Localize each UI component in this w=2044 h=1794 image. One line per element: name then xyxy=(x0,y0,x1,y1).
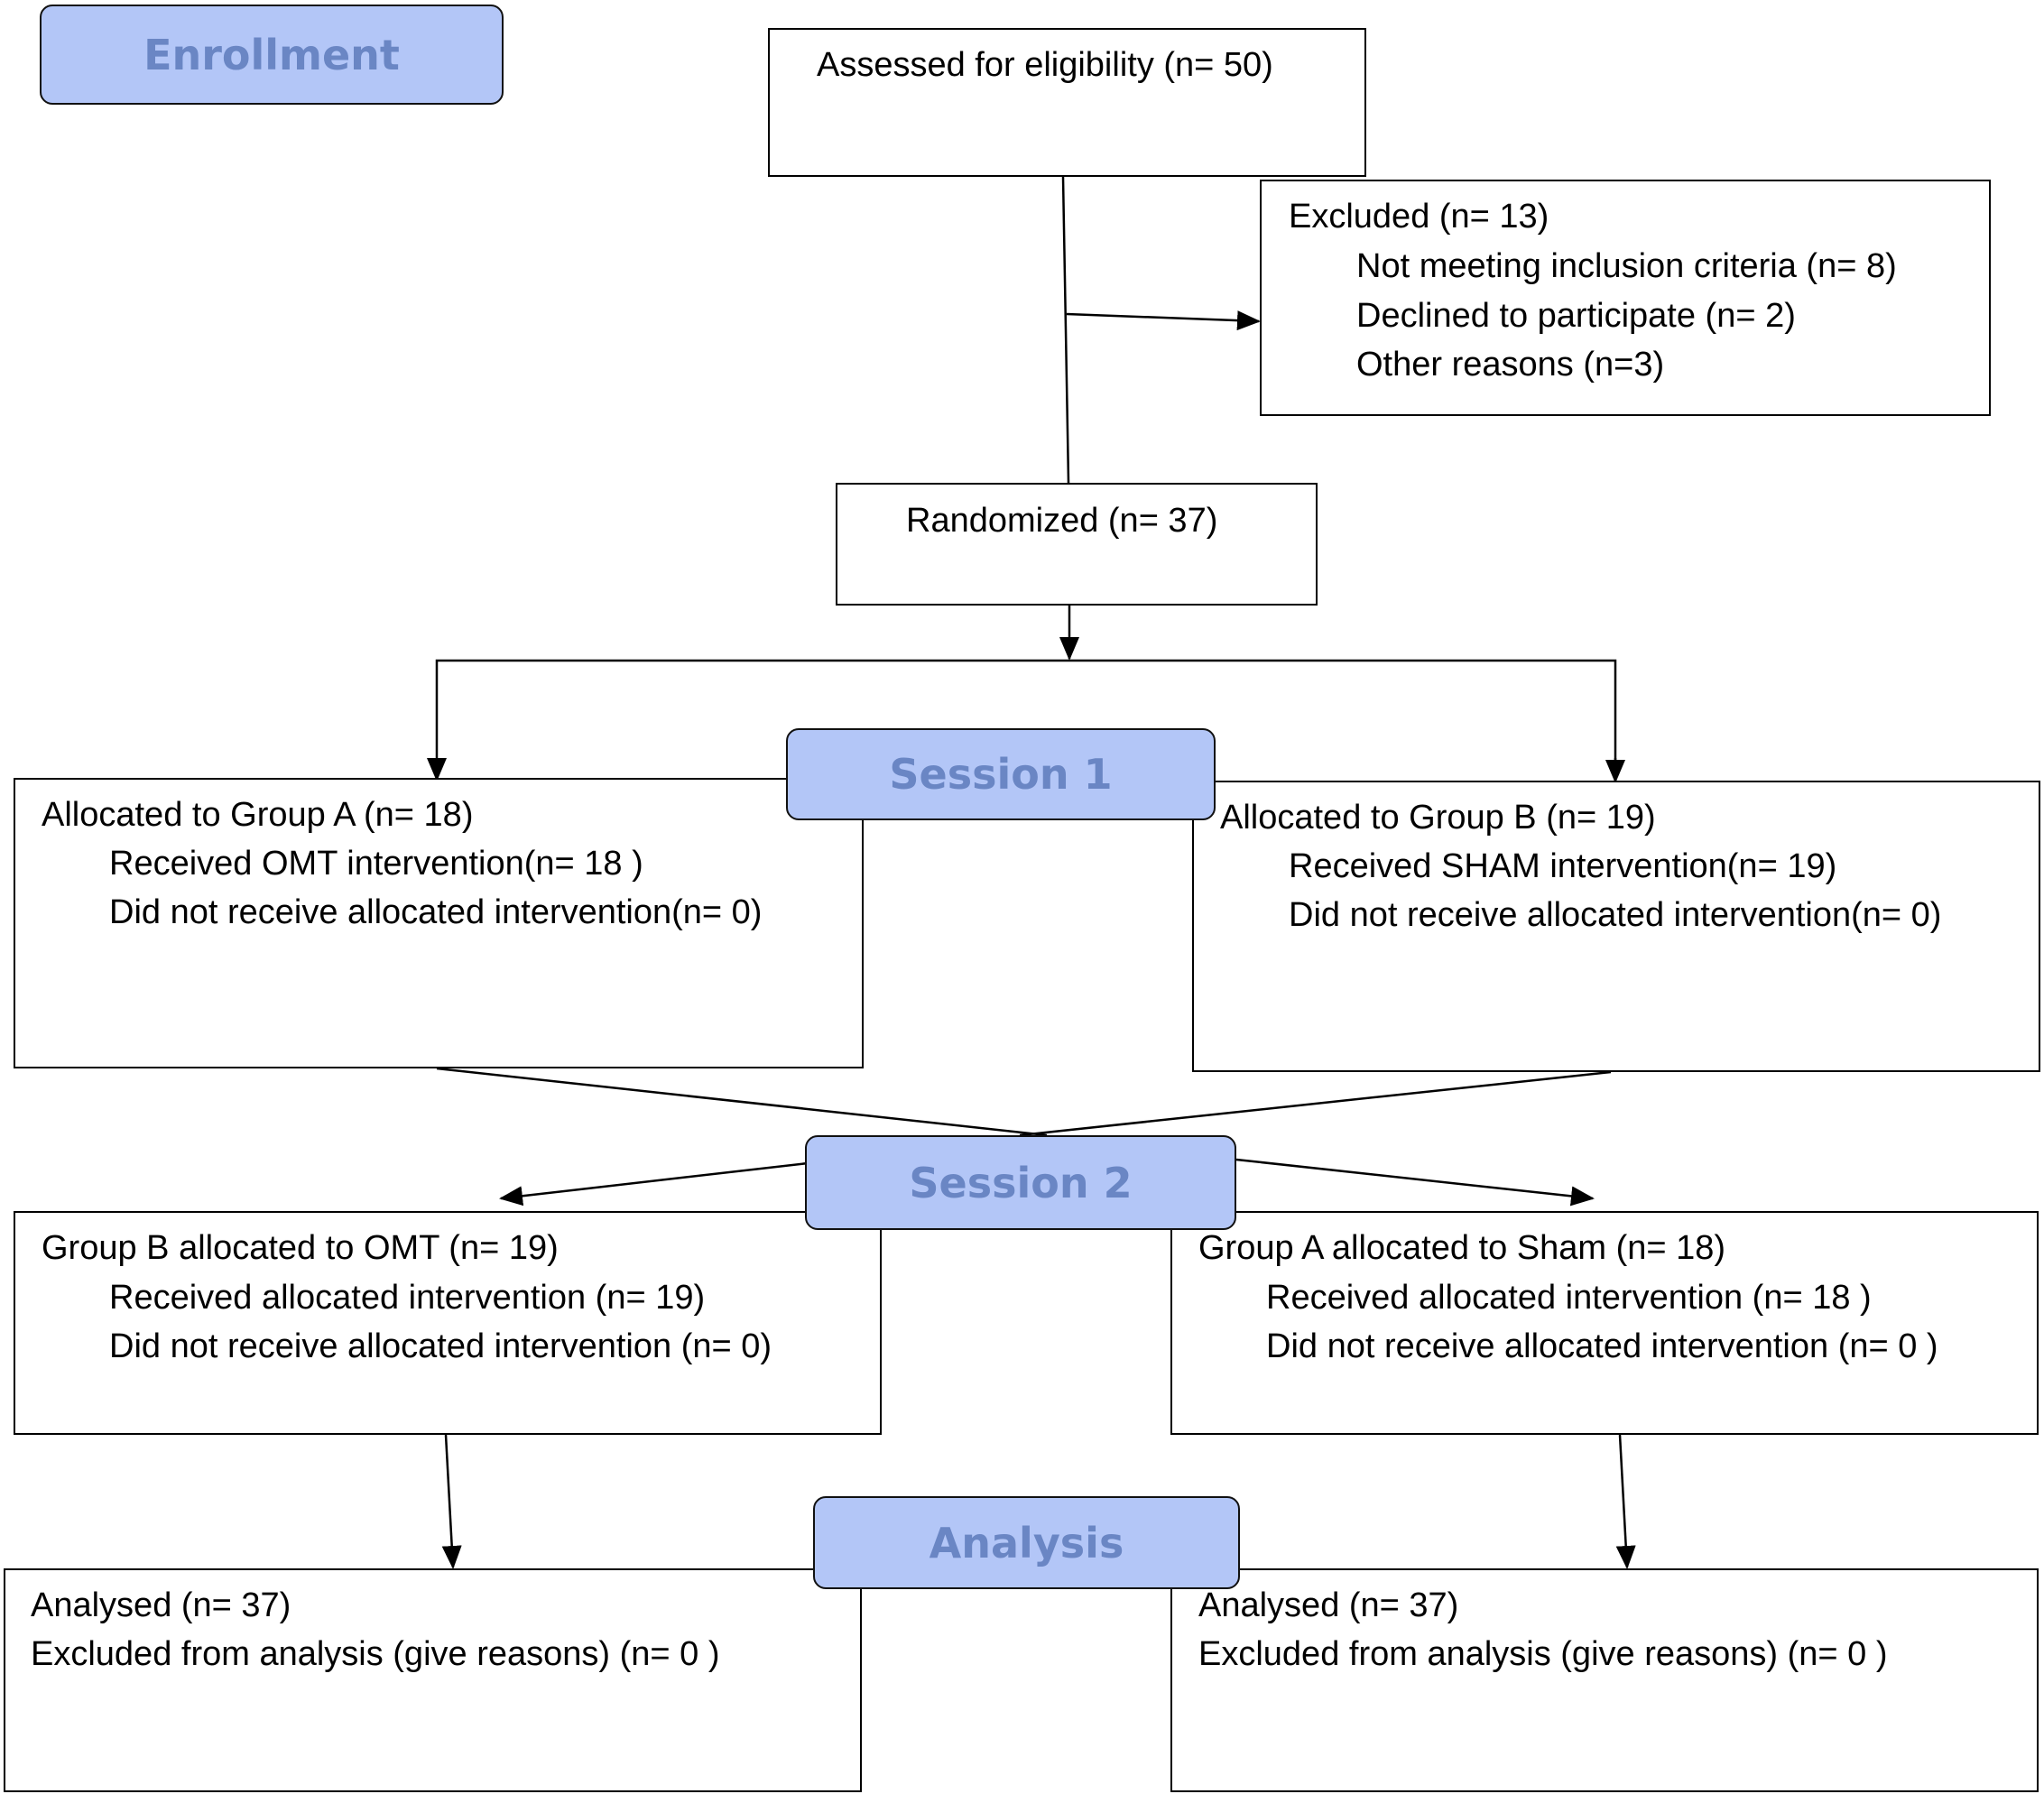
stage-session-1: Session 1 xyxy=(786,728,1216,820)
group-a-box xyxy=(14,778,864,1068)
session2-left-arrow xyxy=(499,1161,809,1207)
excluded-arrow xyxy=(1066,310,1261,331)
group-b-crossover-line xyxy=(1019,1070,1612,1137)
session2-right-arrow xyxy=(1235,1158,1595,1207)
allocation-split-line xyxy=(435,659,1617,781)
stage-analysis: Analysis xyxy=(813,1496,1240,1589)
analysis-left-box xyxy=(4,1568,862,1792)
excluded-box xyxy=(1260,180,1991,416)
session2-right-box xyxy=(1170,1211,2039,1435)
group-a-crossover-line xyxy=(436,1067,1048,1137)
randomized-box xyxy=(836,483,1318,606)
session2-left-box xyxy=(14,1211,882,1435)
stage-session-2: Session 2 xyxy=(805,1135,1236,1230)
assessed-to-randomized-line xyxy=(1061,176,1070,484)
stage-enrollment: Enrollment xyxy=(40,5,504,105)
left-analysis-arrow xyxy=(441,1434,462,1569)
group-b-box xyxy=(1192,781,2040,1072)
analysis-right-box xyxy=(1170,1568,2039,1792)
right-analysis-arrow xyxy=(1615,1434,1636,1569)
assessed-box xyxy=(768,28,1366,177)
